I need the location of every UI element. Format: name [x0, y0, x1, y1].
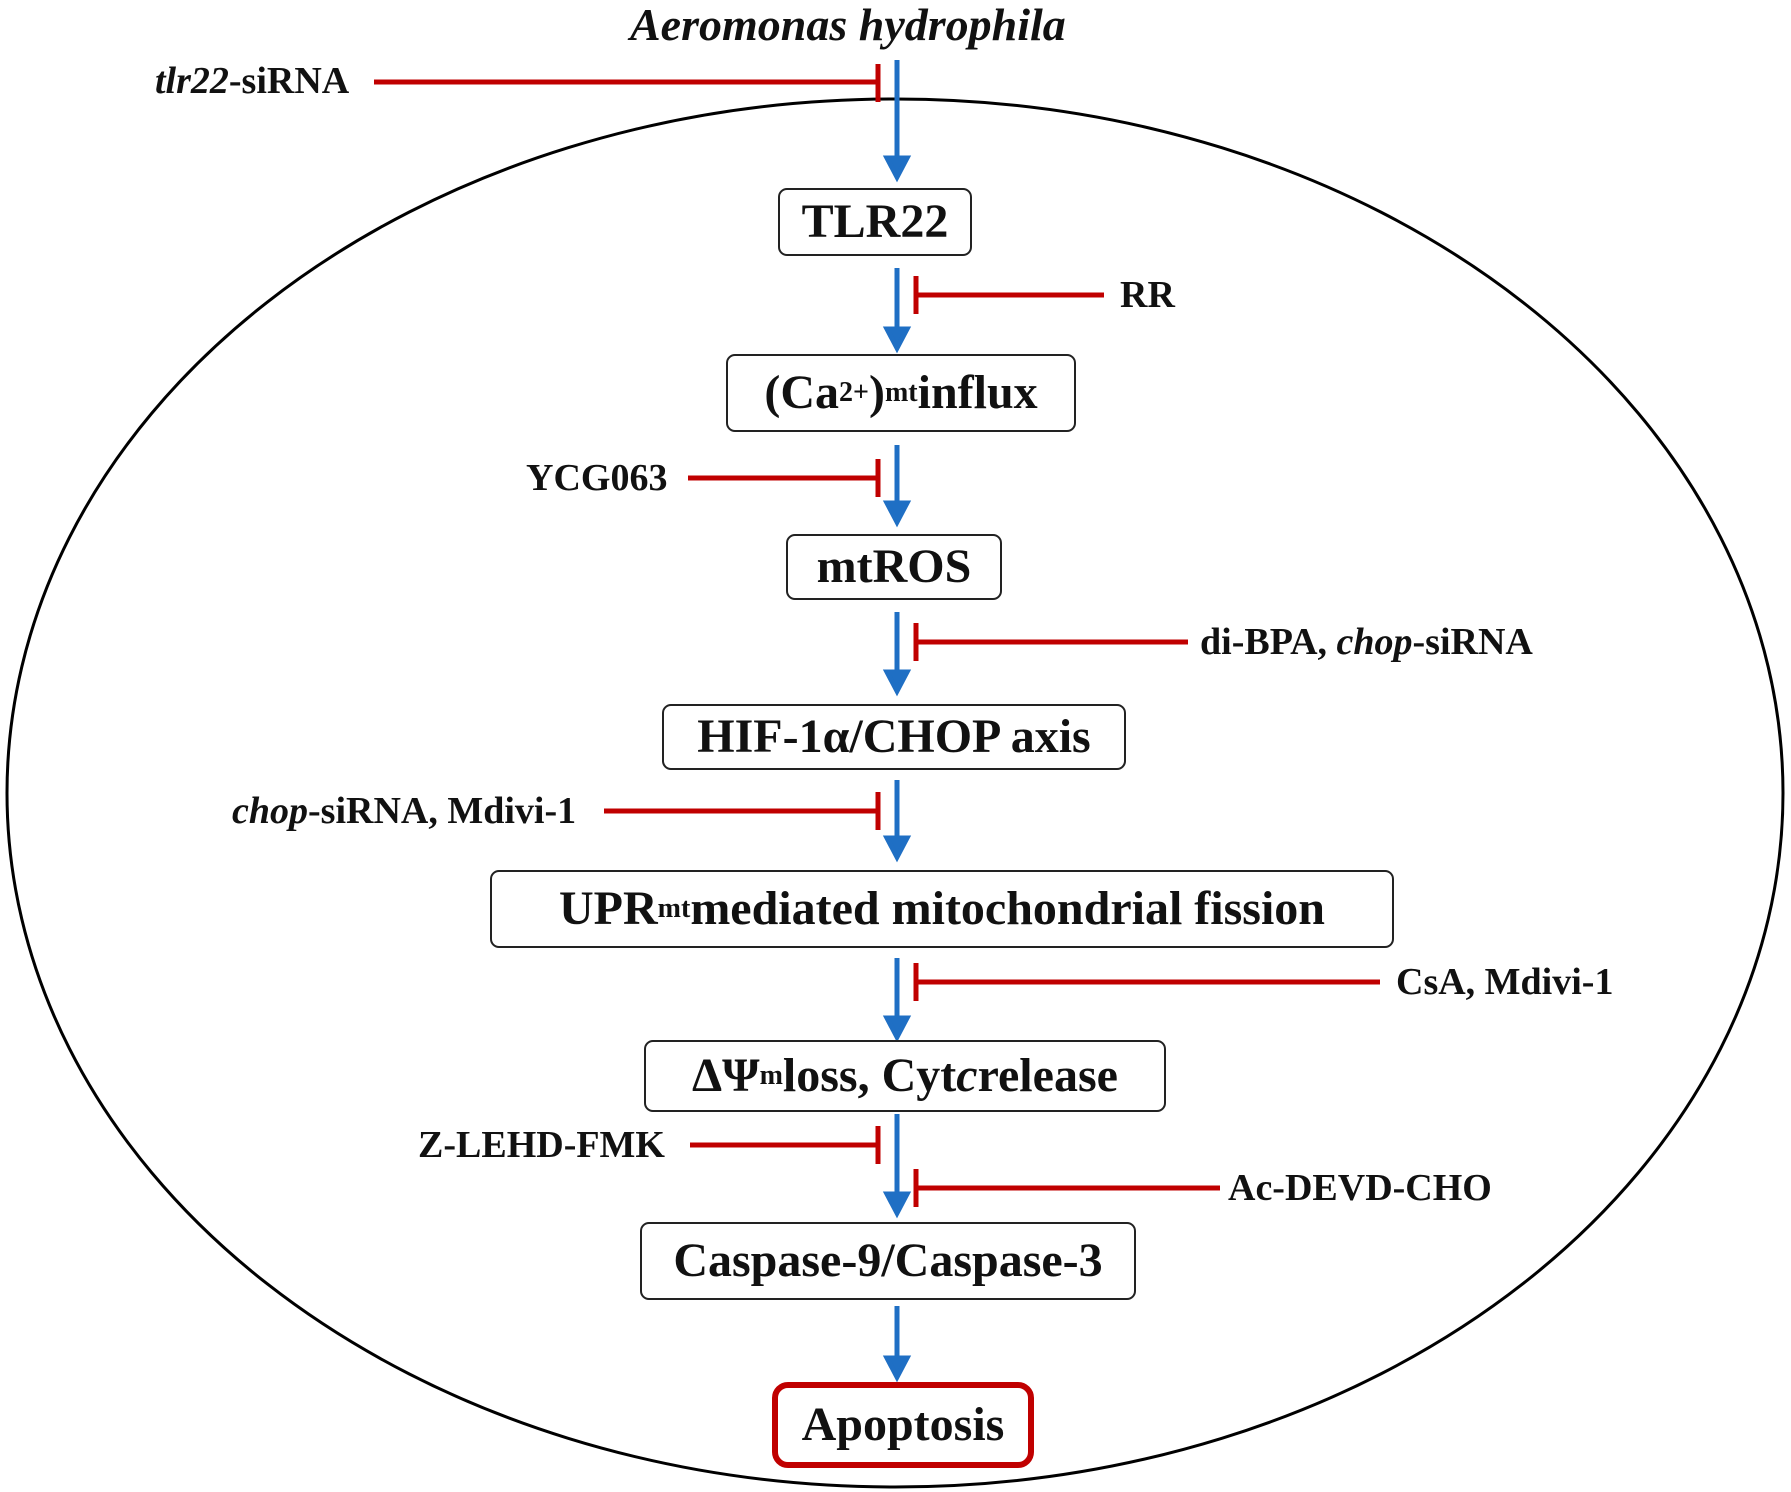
node-dpsi-main: ΔΨ — [692, 1049, 760, 1102]
arrowhead-apoptosis — [882, 1355, 912, 1383]
arrowhead-caspase — [882, 1191, 912, 1219]
node-dpsi-c: c — [956, 1049, 978, 1102]
node-upr-rest: mediated mitochondrial fission — [690, 882, 1325, 935]
inhibitor-label-dibpa-a: di-BPA, — [1200, 621, 1337, 663]
inhibitor-label-chop-sirna-rest: -siRNA, Mdivi-1 — [308, 790, 577, 832]
node-calcium-close: ) — [868, 366, 885, 419]
node-calcium-open: (Ca — [764, 366, 839, 419]
inhibitor-label-acdevd: Ac-DEVD-CHO — [1228, 1167, 1492, 1209]
inhibitor-label-dibpa-rest: -siRNA — [1412, 621, 1533, 663]
pathogen-title: Aeromonas hydrophila — [630, 0, 1066, 50]
node-hif-chop-label: HIF-1α/CHOP axis — [697, 710, 1091, 763]
node-apoptosis-label: Apoptosis — [801, 1398, 1005, 1451]
node-caspase: Caspase-9/Caspase-3 — [640, 1222, 1136, 1300]
node-tlr22-label: TLR22 — [801, 195, 949, 248]
node-mtros-label: mtROS — [816, 540, 972, 593]
node-hif-chop: HIF-1α/CHOP axis — [662, 704, 1126, 770]
inhibitor-label-tlr22-sirna-italic: tlr22 — [155, 60, 229, 102]
node-dpsi-rest: release — [977, 1049, 1118, 1102]
inhibitor-label-zlehd: Z-LEHD-FMK — [418, 1124, 665, 1166]
inhibitor-label-tlr22-sirna-rest: -siRNA — [228, 60, 350, 102]
node-tlr22: TLR22 — [778, 188, 972, 256]
inhibitor-label-dibpa: di-BPA, chop-siRNA — [1200, 623, 1533, 661]
inhibitor-label-tlr22-sirna: tlr22-siRNA — [155, 62, 349, 100]
activation-arrows — [882, 60, 912, 1383]
inhibitor-label-chop-sirna-italic: chop — [232, 790, 308, 832]
arrowhead-dpsi — [882, 1015, 912, 1043]
inhibitor-label-csa: CsA, Mdivi-1 — [1396, 961, 1614, 1003]
inhibitor-label-chop-sirna: chop-siRNA, Mdivi-1 — [232, 792, 576, 830]
arrowhead-tlr22 — [882, 155, 912, 183]
inhibitor-label-ycg063: YCG063 — [526, 457, 668, 499]
arrowhead-mtros — [882, 500, 912, 528]
node-dpsi-mid: loss, Cyt — [782, 1049, 957, 1102]
node-upr-main: UPR — [559, 882, 658, 935]
inhibitor-label-rr: RR — [1120, 274, 1175, 316]
arrowhead-hif — [882, 669, 912, 697]
node-apoptosis: Apoptosis — [772, 1382, 1034, 1468]
node-calcium-rest: influx — [917, 366, 1038, 419]
inhibition-lines — [374, 64, 1380, 1207]
arrowhead-upr — [882, 835, 912, 863]
node-mtros: mtROS — [786, 534, 1002, 600]
inhibitor-label-dibpa-italic: chop — [1336, 621, 1413, 663]
node-caspase-label: Caspase-9/Caspase-3 — [673, 1234, 1103, 1287]
arrowhead-calcium — [882, 326, 912, 354]
